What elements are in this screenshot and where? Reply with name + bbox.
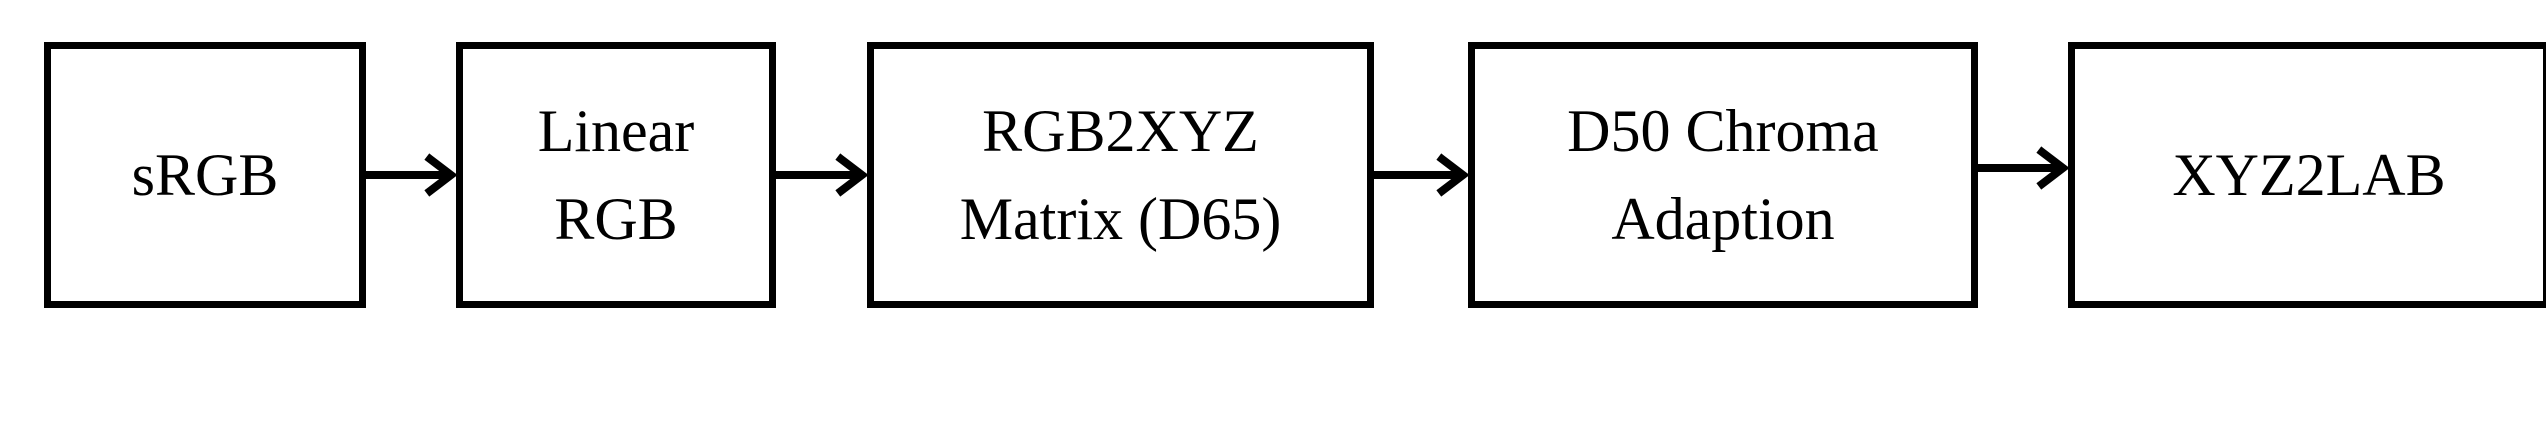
edge-rgb2xyz-to-d50-chroma — [1370, 153, 1470, 197]
edge-d50-chroma-to-xyz2lab — [1974, 146, 2070, 190]
edge-srgb-to-linear-rgb — [362, 153, 458, 197]
arrowhead-icon — [2036, 146, 2070, 190]
node-d50-chroma: D50 Chroma Adaption — [1468, 42, 1978, 308]
node-d50-chroma-label: D50 Chroma Adaption — [1567, 98, 1879, 252]
node-rgb2xyz: RGB2XYZ Matrix (D65) — [867, 42, 1374, 308]
node-xyz2lab: XYZ2LAB — [2068, 42, 2546, 308]
edge-linear-rgb-to-rgb2xyz — [772, 153, 869, 197]
arrowhead-icon — [835, 153, 869, 197]
node-xyz2lab-label: XYZ2LAB — [2172, 142, 2446, 208]
arrowhead-icon — [424, 153, 458, 197]
node-srgb-label: sRGB — [131, 142, 279, 208]
node-linear-rgb-label: Linear RGB — [537, 98, 695, 252]
node-rgb2xyz-label: RGB2XYZ Matrix (D65) — [959, 98, 1282, 252]
node-srgb: sRGB — [44, 42, 366, 308]
node-linear-rgb: Linear RGB — [456, 42, 776, 308]
arrowhead-icon — [1436, 153, 1470, 197]
